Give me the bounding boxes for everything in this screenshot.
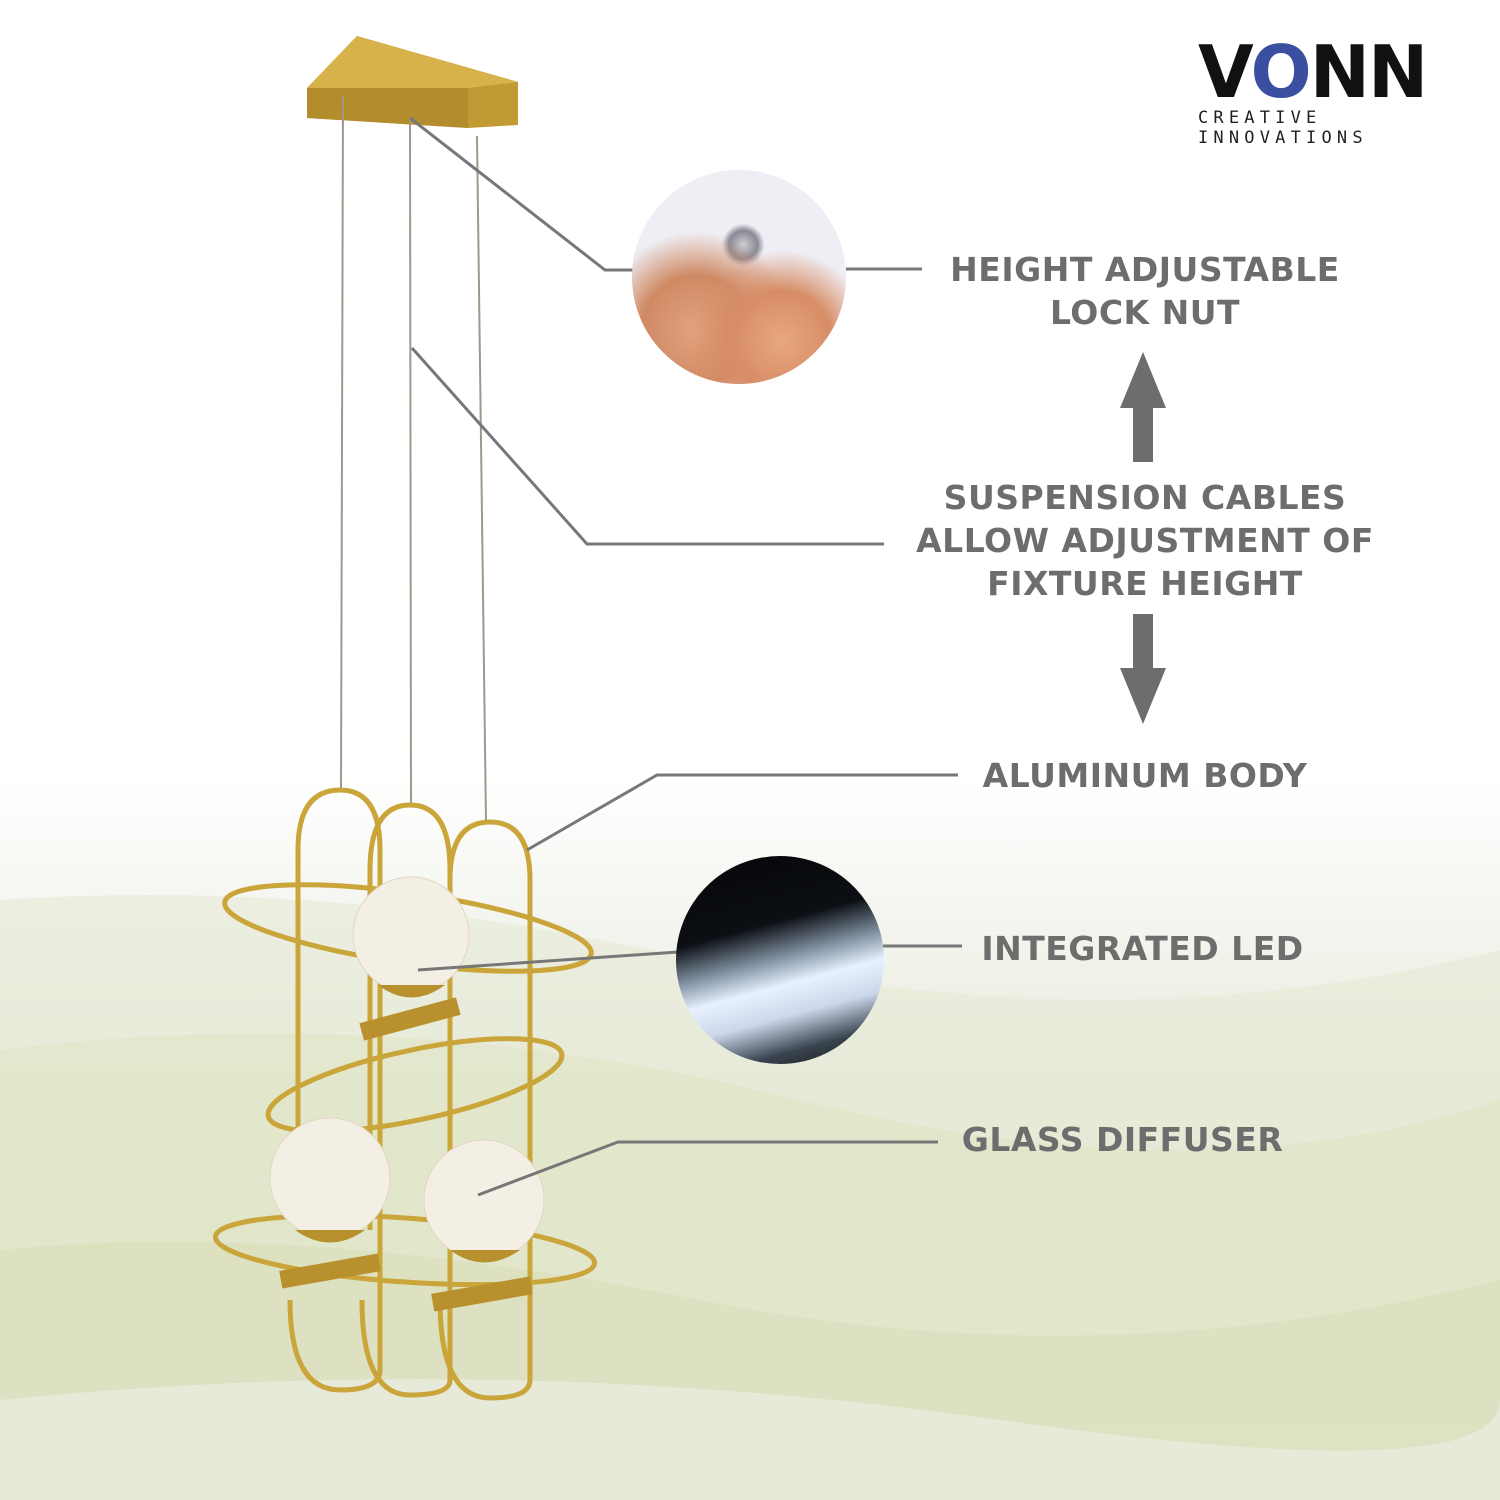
callout-glass-diffuser: GLASS DIFFUSER xyxy=(961,1120,1284,1159)
callout-line: LOCK NUT xyxy=(1049,293,1241,332)
callout-line: FIXTURE HEIGHT xyxy=(987,564,1303,603)
callout-suspension-cables: SUSPENSION CABLES ALLOW ADJUSTMENT OF FI… xyxy=(890,476,1400,605)
leader-lines xyxy=(409,116,962,1197)
brand-name: VONN xyxy=(1198,30,1428,114)
callout-line: HEIGHT ADJUSTABLE xyxy=(950,250,1340,289)
brand-logo: VONN CREATIVE INNOVATIONS xyxy=(1198,30,1478,148)
lock-nut-photo xyxy=(632,170,846,384)
callout-lock-nut: HEIGHT ADJUSTABLE LOCK NUT xyxy=(920,248,1370,334)
callout-line: ALLOW ADJUSTMENT OF xyxy=(916,521,1374,560)
arrow-down-icon xyxy=(1120,614,1166,724)
canopy xyxy=(307,36,518,128)
brand-tagline: CREATIVE INNOVATIONS xyxy=(1198,108,1368,148)
arrow-up-icon xyxy=(1120,352,1166,462)
callout-line: SUSPENSION CABLES xyxy=(943,478,1347,517)
callout-aluminum-body: ALUMINUM BODY xyxy=(982,756,1308,795)
height-arrows xyxy=(1120,352,1166,724)
led-strip-photo xyxy=(676,856,884,1064)
callout-integrated-led: INTEGRATED LED xyxy=(981,929,1304,968)
